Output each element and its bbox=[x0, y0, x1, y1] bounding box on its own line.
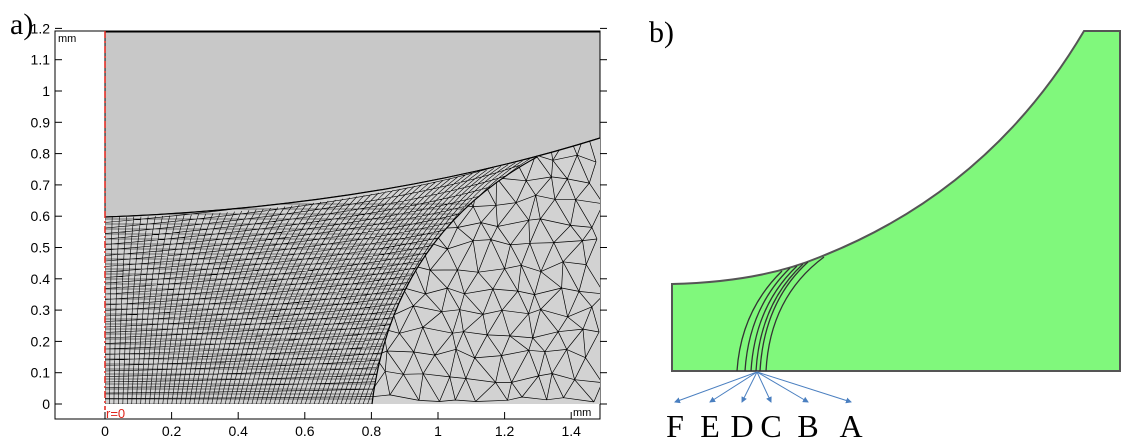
y-tick-label: 0.8 bbox=[31, 146, 51, 162]
x-unit-label: mm bbox=[573, 407, 591, 419]
panel-a-label: a) bbox=[10, 8, 33, 41]
y-tick-label: 0.4 bbox=[31, 271, 51, 287]
x-axis: 0 0.2 0.4 0.6 0.8 1 1.2 1.4 bbox=[101, 412, 581, 439]
x-tick-label: 0.8 bbox=[362, 423, 382, 439]
point-label: C bbox=[760, 408, 781, 439]
point-arrow bbox=[756, 371, 772, 403]
panel-a: a) r=0 0 0.1 0.2 0.3 0.4 0.5 0.6 0.7 0.8 0.9 1 1.1 1… bbox=[10, 8, 607, 439]
structured-quad-mesh bbox=[105, 141, 600, 404]
point-arrow bbox=[741, 371, 758, 403]
axis-marker-label: r=0 bbox=[106, 406, 125, 421]
contour-line bbox=[765, 256, 825, 372]
contour-line bbox=[759, 261, 809, 372]
y-unit-label: mm bbox=[58, 33, 76, 45]
y-tick-label: 1.2 bbox=[31, 20, 51, 36]
panel-b-label: b) bbox=[649, 16, 674, 49]
y-tick-label: 1.1 bbox=[31, 52, 51, 68]
mesh-boundary bbox=[371, 156, 538, 405]
y-tick-label: 0.3 bbox=[31, 302, 51, 318]
x-tick-label: 0.6 bbox=[295, 423, 315, 439]
contour-line bbox=[750, 265, 798, 372]
x-tick-label: 1 bbox=[434, 423, 442, 439]
x-tick-label: 0.2 bbox=[162, 423, 182, 439]
x-tick-label: 1.4 bbox=[561, 423, 581, 439]
x-tick-label: 1.2 bbox=[495, 423, 515, 439]
point-label: F bbox=[666, 408, 684, 439]
y-tick-label: 0.7 bbox=[31, 177, 51, 193]
y-tick-label: 0.5 bbox=[31, 240, 51, 256]
point-label: B bbox=[797, 408, 818, 439]
point-label: A bbox=[839, 408, 862, 439]
y-tick-label: 0.2 bbox=[31, 333, 51, 349]
y-tick-label: 0 bbox=[42, 396, 50, 412]
contour-line bbox=[755, 263, 804, 372]
contour-line bbox=[736, 270, 783, 372]
mesh-region bbox=[104, 137, 601, 405]
y-tick-label: 0.1 bbox=[31, 365, 51, 381]
point-label: E bbox=[700, 408, 720, 439]
y-axis: 0 0.1 0.2 0.3 0.4 0.5 0.6 0.7 0.8 0.9 1 1.1 1.2 bbox=[31, 20, 62, 412]
point-arrow bbox=[674, 371, 758, 404]
droplet-shape bbox=[671, 30, 1121, 372]
point-label: D bbox=[730, 408, 753, 439]
y-tick-label: 0.6 bbox=[31, 208, 51, 224]
arrow-group bbox=[674, 371, 852, 404]
point-arrow bbox=[709, 371, 758, 403]
x-tick-label: 0.4 bbox=[228, 423, 248, 439]
y-tick-label: 1 bbox=[42, 83, 50, 99]
right-ticks bbox=[600, 27, 607, 405]
x-tick-label: 0 bbox=[101, 423, 109, 439]
contour-line bbox=[744, 267, 791, 372]
point-arrow bbox=[756, 371, 852, 404]
contour-lines bbox=[736, 256, 825, 372]
point-arrow bbox=[756, 371, 809, 403]
y-tick-label: 0.9 bbox=[31, 114, 51, 130]
interface-curve bbox=[104, 137, 601, 218]
